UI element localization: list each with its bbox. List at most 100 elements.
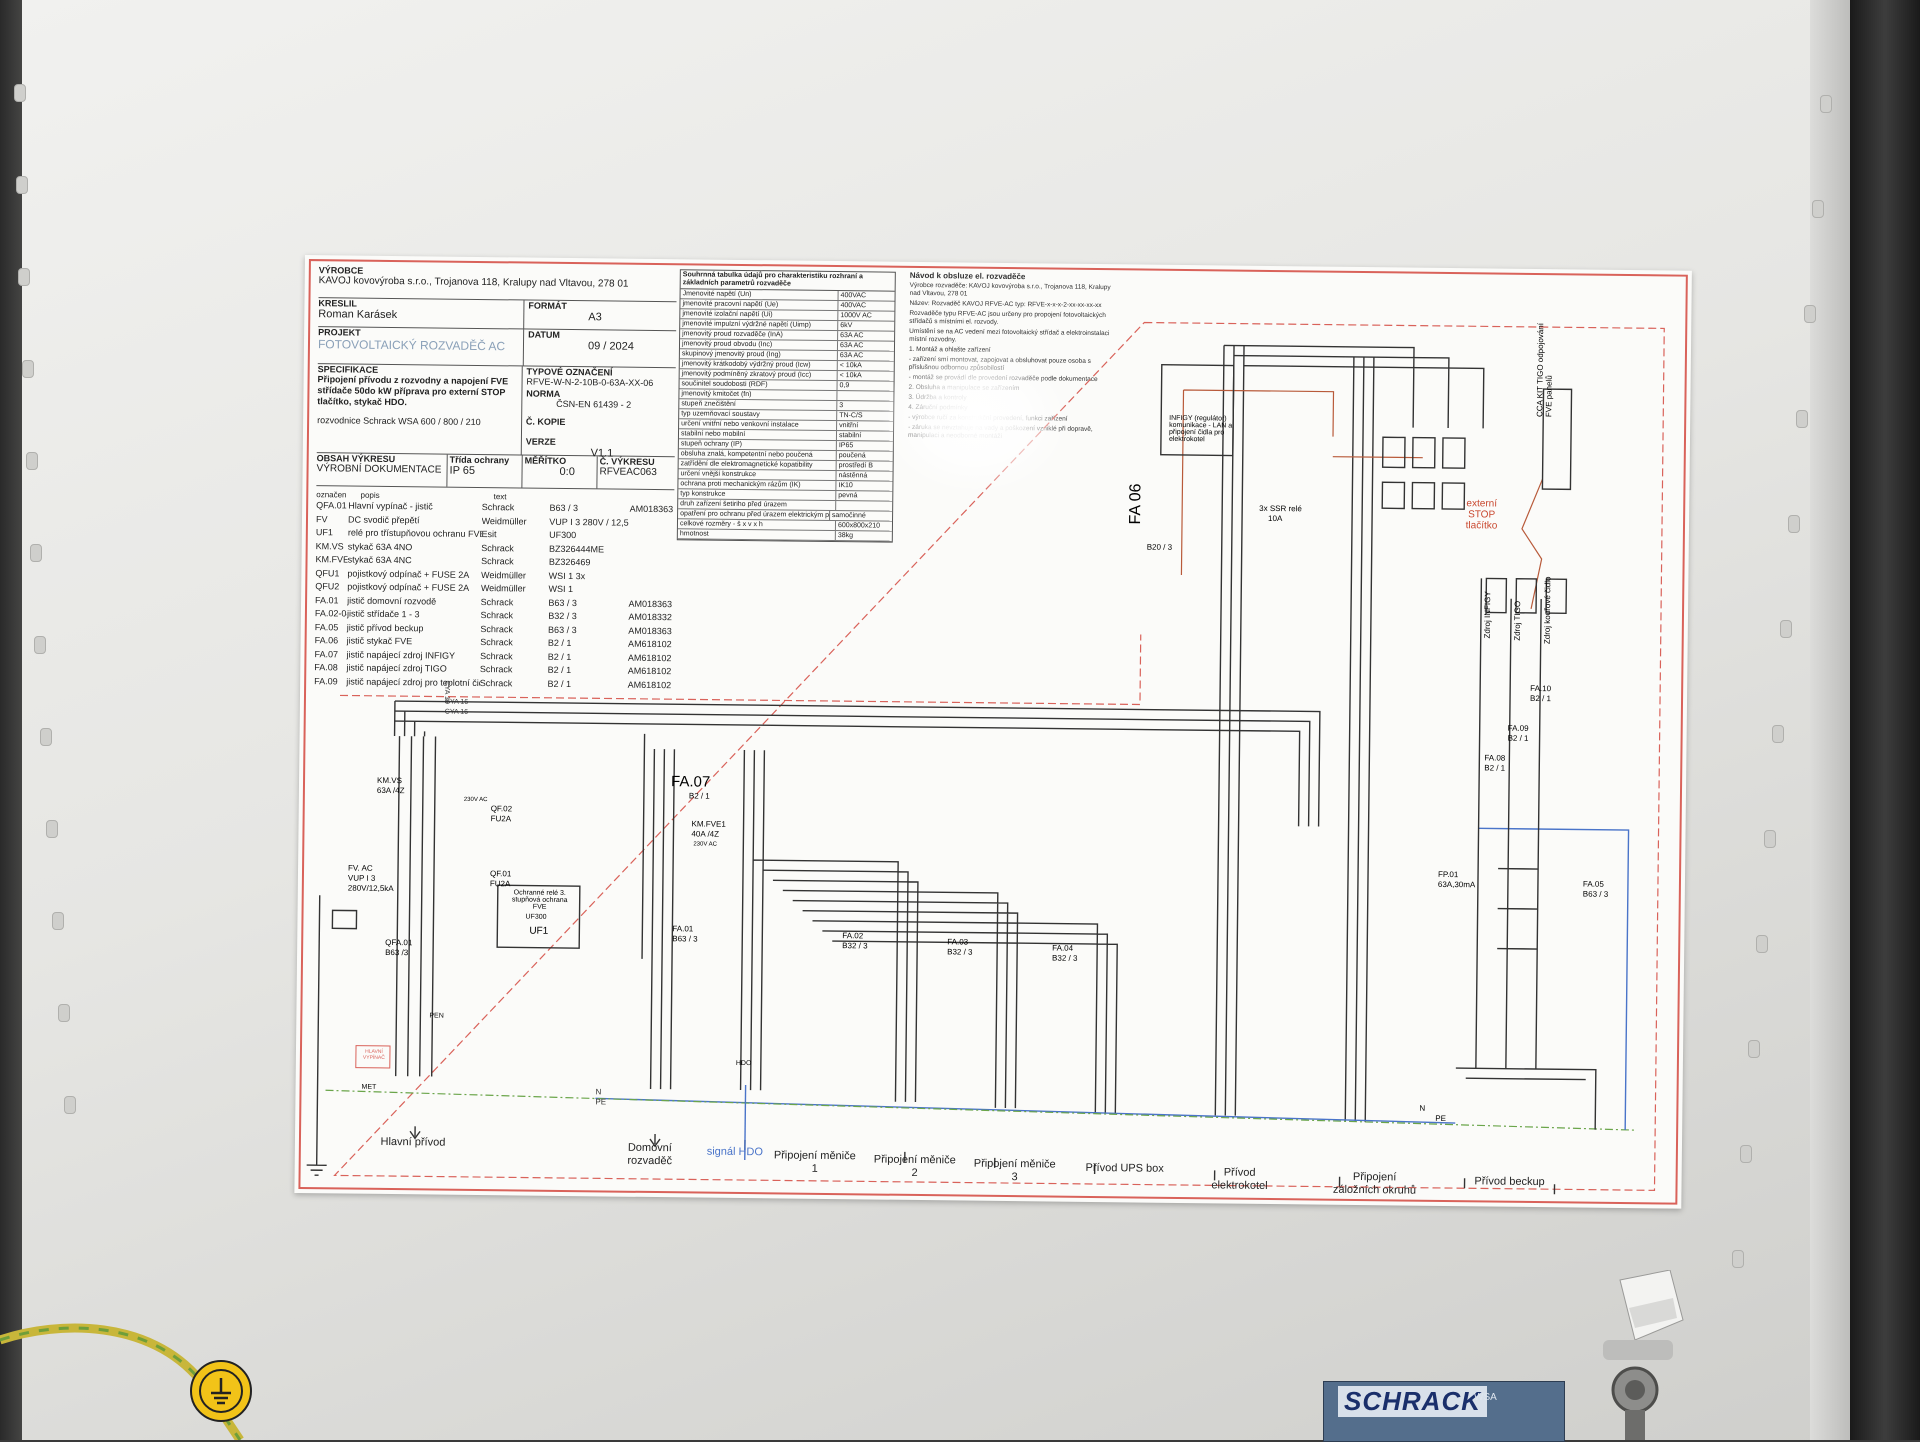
- door-seal-stud: [14, 84, 26, 102]
- output-circuit-label: Domovní rozvaděč: [627, 1141, 673, 1168]
- infigy-controller-label: INFIGY (regulátor) komunikace - LAN a př…: [1168, 414, 1233, 444]
- relay-designator: UF1: [529, 925, 549, 937]
- surge-protector-rating: 280V/12,5kA: [347, 883, 394, 894]
- door-seal-stud: [52, 912, 64, 930]
- coil-voltage: 230V AC: [463, 796, 488, 804]
- door-seal-stud: [64, 1096, 76, 1114]
- brand-model: WSA: [1474, 1392, 1497, 1403]
- earth-bar-label: MET: [361, 1083, 377, 1091]
- output-circuit-label: Přívod beckup: [1474, 1175, 1545, 1189]
- door-lock-handle[interactable]: [1585, 1270, 1695, 1440]
- fa09-label: FA.09: [1507, 723, 1529, 733]
- pe-label: PE: [1435, 1113, 1447, 1123]
- qf01-label: QF.01: [489, 869, 512, 879]
- output-circuit-label: Připojení měniče 1: [773, 1149, 856, 1175]
- door-edge: [1810, 0, 1850, 1440]
- qfa01-rating: B63 /3: [385, 947, 409, 958]
- fa05-rating: B63 / 3: [1582, 889, 1609, 899]
- door-seal-stud: [18, 268, 30, 286]
- cable-label: CYA 16: [444, 708, 469, 716]
- output-circuit-label: signál HDO: [706, 1145, 764, 1159]
- door-seal-stud: [1812, 200, 1824, 218]
- qf01-fuse: FU2A: [489, 879, 511, 889]
- door-seal-stud: [1772, 725, 1784, 743]
- qfa01-label: QFA.01: [385, 937, 413, 948]
- door-seal-stud: [1748, 1040, 1760, 1058]
- relay-box-title: Ochranné relé 3. stupňová ochrana FVE: [511, 889, 568, 911]
- door-seal-stud: [1788, 515, 1800, 533]
- earth-symbol-icon: [190, 1360, 252, 1422]
- coil-voltage: 230V AC: [693, 841, 718, 848]
- fa06-label: FA 06: [1126, 483, 1145, 525]
- door-seal-stud: [1764, 830, 1776, 848]
- output-circuit-label: Připojení měniče 3: [973, 1157, 1056, 1184]
- door-seal-stud: [1756, 935, 1768, 953]
- wiring-diagram-sheet: VÝROBCE KAVOJ kovovýroba s.r.o., Trojano…: [294, 255, 1692, 1209]
- output-circuit-label: Hlavní přívod: [380, 1135, 446, 1149]
- external-stop-label: externí STOP tlačítko: [1465, 498, 1498, 532]
- qf02-label: QF.02: [490, 804, 513, 814]
- brand-logo: SCHRACK: [1338, 1386, 1487, 1417]
- door-seal-stud: [34, 636, 46, 654]
- rcd-label: FP.01: [1437, 869, 1459, 880]
- fa06-rating: B20 / 3: [1146, 542, 1173, 552]
- fa08-rating: B2 / 1: [1484, 763, 1506, 773]
- fa10-rating: B2 / 1: [1529, 693, 1552, 704]
- pen-label: PEN: [429, 1012, 444, 1020]
- fa02-rating: B32 / 3: [842, 941, 868, 951]
- door-seal-stud: [1796, 410, 1808, 428]
- psu-sensor-label: Zdroj kouřové čidlo: [1542, 576, 1553, 645]
- rcd-rating: 63A,30mA: [1437, 879, 1476, 890]
- fa01-rating: B63 / 3: [672, 934, 698, 944]
- schematic-drawing: [306, 321, 1665, 1195]
- door-seal-stud: [1740, 1145, 1752, 1163]
- fa05-label: FA.05: [1582, 879, 1604, 889]
- qf02-fuse: FU2A: [490, 814, 512, 824]
- output-circuit-label: Přívod elektrokotel: [1211, 1166, 1268, 1192]
- km-fve-label: KM.FVE1: [691, 819, 726, 829]
- hdo-terminal-label: HDO: [735, 1059, 752, 1068]
- fa02-label: FA.02: [842, 931, 864, 941]
- fa10-label: FA.10: [1530, 683, 1552, 694]
- fa08-label: FA.08: [1484, 753, 1506, 763]
- fa04-rating: B32 / 3: [1052, 953, 1078, 963]
- door-seal-stud: [22, 360, 34, 378]
- door-seal-stud: [40, 728, 52, 746]
- fa03-label: FA.03: [947, 937, 969, 947]
- door-seal-stud: [1820, 95, 1832, 113]
- cabinet-right-frame: [1850, 0, 1920, 1440]
- psu-tigo-label: Zdroj TIGO: [1512, 600, 1523, 641]
- door-seal-stud: [26, 452, 38, 470]
- output-circuit-label: Přívod UPS box: [1085, 1161, 1164, 1175]
- door-seal-stud: [30, 544, 42, 562]
- tigo-label: CCA KIT TIGO odpojování FVE panelů: [1535, 322, 1554, 418]
- fa04-label: FA.04: [1052, 943, 1074, 953]
- door-seal-stud: [1732, 1250, 1744, 1268]
- neutral-label: N: [595, 1087, 602, 1097]
- km-vs-rating: 63A /4Z: [376, 785, 405, 796]
- km-vs-label: KM.VS: [376, 775, 403, 786]
- door-seal-stud: [46, 820, 58, 838]
- pe-label: PE: [595, 1097, 607, 1107]
- neutral-label: N: [1419, 1103, 1426, 1113]
- door-seal-stud: [58, 1004, 70, 1022]
- relay-model: UF300: [525, 913, 547, 921]
- door-seal-stud: [1780, 620, 1792, 638]
- door-seal-stud: [1804, 305, 1816, 323]
- ssr-label: 3x SSR relé: [1259, 503, 1302, 514]
- fa01-label: FA.01: [672, 924, 694, 934]
- output-circuit-label: Připojení měniče 2: [873, 1153, 956, 1180]
- output-circuit-label: Připojení záložních okruhů: [1332, 1170, 1417, 1197]
- psu-infigy-label: Zdroj INFIGY: [1482, 591, 1493, 639]
- surge-protector-model: VUP I 3: [347, 873, 376, 883]
- km-fve-rating: 40A /4Z: [691, 829, 720, 839]
- fa09-rating: B2 / 1: [1507, 733, 1529, 743]
- cable-label: CYA 16: [444, 698, 469, 706]
- fa03-rating: B32 / 3: [947, 947, 973, 957]
- main-switch-tag: HLAVNÍ VYPÍNAČ: [362, 1048, 385, 1061]
- earthing-cable: [0, 1323, 244, 1440]
- brand-label-plate: SCHRACK WSA: [1323, 1381, 1565, 1442]
- door-seal-stud: [16, 176, 28, 194]
- surge-protector-label: FV. AC: [347, 863, 373, 873]
